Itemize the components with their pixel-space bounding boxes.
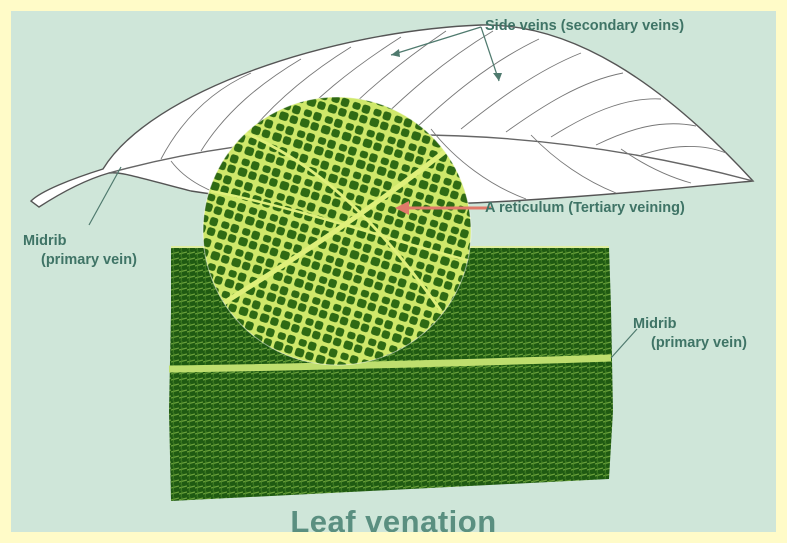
- diagram-title: Leaf venation: [11, 505, 776, 532]
- label-midrib-right-1: Midrib: [633, 316, 677, 333]
- label-reticulum: A reticulum (Tertiary veining): [485, 200, 685, 217]
- diagram-panel: Side veins (secondary veins) A reticulum…: [11, 11, 776, 532]
- reticulum-magnifier: [203, 97, 471, 365]
- label-midrib-right-2: (primary vein): [651, 335, 747, 352]
- label-midrib-top-2: (primary vein): [41, 252, 137, 269]
- leaf-illustration: [11, 11, 776, 532]
- label-midrib-top-1: Midrib: [23, 233, 67, 250]
- label-side-veins: Side veins (secondary veins): [485, 18, 684, 35]
